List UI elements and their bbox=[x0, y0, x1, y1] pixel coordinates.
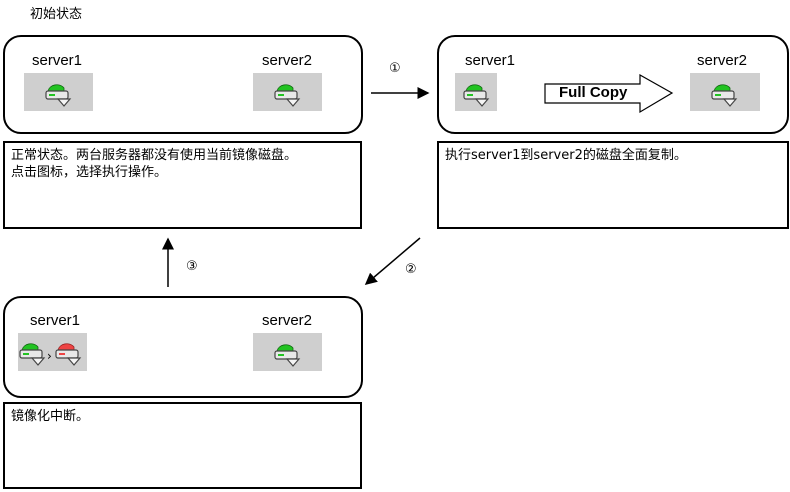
server1-disk-icon[interactable] bbox=[24, 73, 93, 111]
full-copy-panel bbox=[437, 35, 789, 134]
server2-disk-icon[interactable] bbox=[253, 333, 322, 371]
full-copy-arrow bbox=[544, 74, 674, 114]
full-copy-label: Full Copy bbox=[559, 84, 628, 101]
server2-disk-icon[interactable] bbox=[690, 73, 760, 111]
server1-label: server1 bbox=[465, 52, 516, 69]
server1-disk-icon[interactable] bbox=[455, 73, 497, 111]
server2-label: server2 bbox=[262, 312, 313, 329]
server2-label: server2 bbox=[262, 52, 313, 69]
suspended-panel bbox=[3, 296, 363, 398]
server2-disk-icon[interactable] bbox=[253, 73, 322, 111]
step2-number: ② bbox=[405, 262, 417, 277]
suspended-description: 镜像化中断。 bbox=[3, 402, 362, 489]
full-copy-description: 执行server1到server2的磁盘全面复制。 bbox=[437, 141, 789, 229]
server1-mirror-broken-icon[interactable]: › bbox=[18, 333, 87, 371]
svg-text:›: › bbox=[47, 349, 52, 363]
step1-number: ① bbox=[389, 61, 401, 76]
normal-state-description: 正常状态。两台服务器都没有使用当前镜像磁盘。 点击图标，选择执行操作。 bbox=[3, 141, 362, 229]
server1-label: server1 bbox=[32, 52, 83, 69]
normal-state-panel bbox=[3, 35, 363, 134]
server1-label: server1 bbox=[30, 312, 81, 329]
step2-arrow bbox=[364, 237, 421, 285]
server2-label: server2 bbox=[697, 52, 748, 69]
step3-number: ③ bbox=[186, 259, 198, 274]
diagram-title: 初始状态 bbox=[30, 7, 83, 22]
